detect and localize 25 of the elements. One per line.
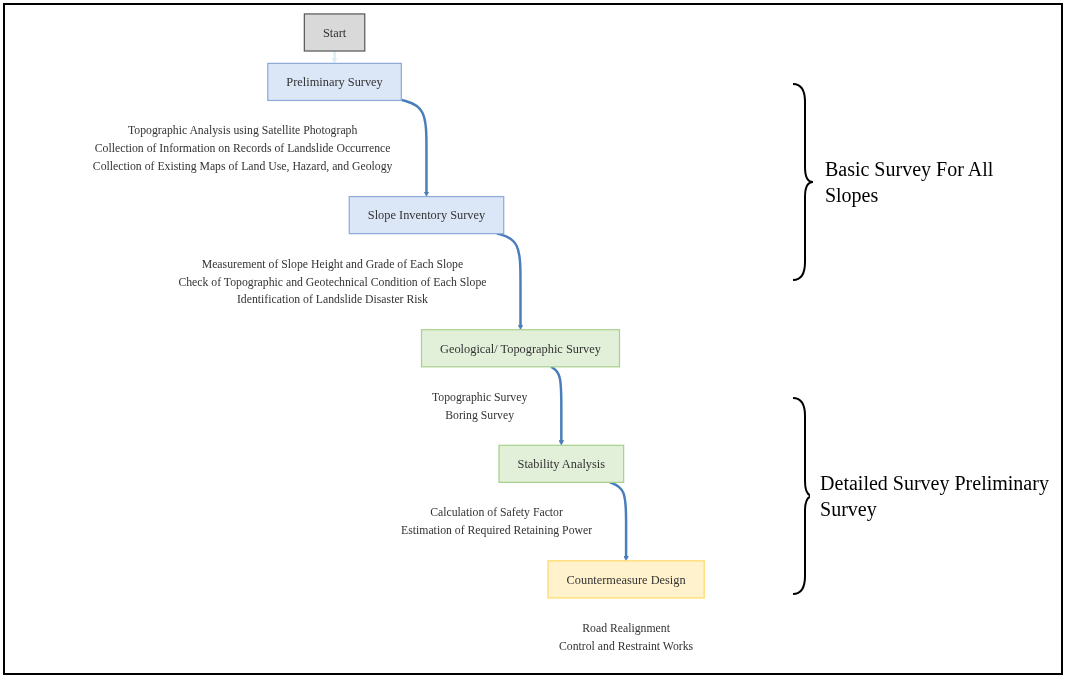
node-box: Preliminary Survey <box>267 62 402 102</box>
node-box: Geological/ Topographic Survey <box>420 329 621 368</box>
arrow <box>331 50 338 64</box>
node-label: Identification of Landslide Disaster Risk <box>236 292 428 306</box>
node-label: Topographic Analysis using Satellite Photograph <box>127 123 358 137</box>
node-box: Slope Inventory Survey <box>348 195 505 235</box>
node-label: Control and Restraint Works <box>559 639 694 653</box>
node-label: Collection of Information on Records of Landslide Occurrence <box>94 141 391 155</box>
node-label: Road Realignment <box>582 621 670 635</box>
node-box: Start <box>303 13 366 52</box>
node-label: Measurement of Slope Height and Grade of Each Slope <box>201 257 464 271</box>
arrow <box>496 232 524 330</box>
node-label: Boring Survey <box>445 407 515 421</box>
node-label: Check of Topographic and Geotechnical Condition of Each Slope <box>178 274 487 288</box>
arrow <box>550 365 565 446</box>
node-label: Collection of Existing Maps of Land Use, Hazard, and Geology <box>92 159 393 173</box>
arrow <box>609 481 629 562</box>
node-label: Estimation of Required Retaining Power <box>401 523 593 537</box>
node-box: Countermeasure Design <box>547 560 705 599</box>
node-box: Stability Analysis <box>498 444 625 483</box>
node-label: Calculation of Safety Factor <box>430 505 563 519</box>
arrow <box>401 98 430 197</box>
bracket-label: Basic Survey For All Slopes <box>824 157 995 208</box>
bracket-label: Detailed Survey Preliminary Survey <box>820 471 1050 522</box>
node-label: Topographic Survey <box>431 390 528 404</box>
